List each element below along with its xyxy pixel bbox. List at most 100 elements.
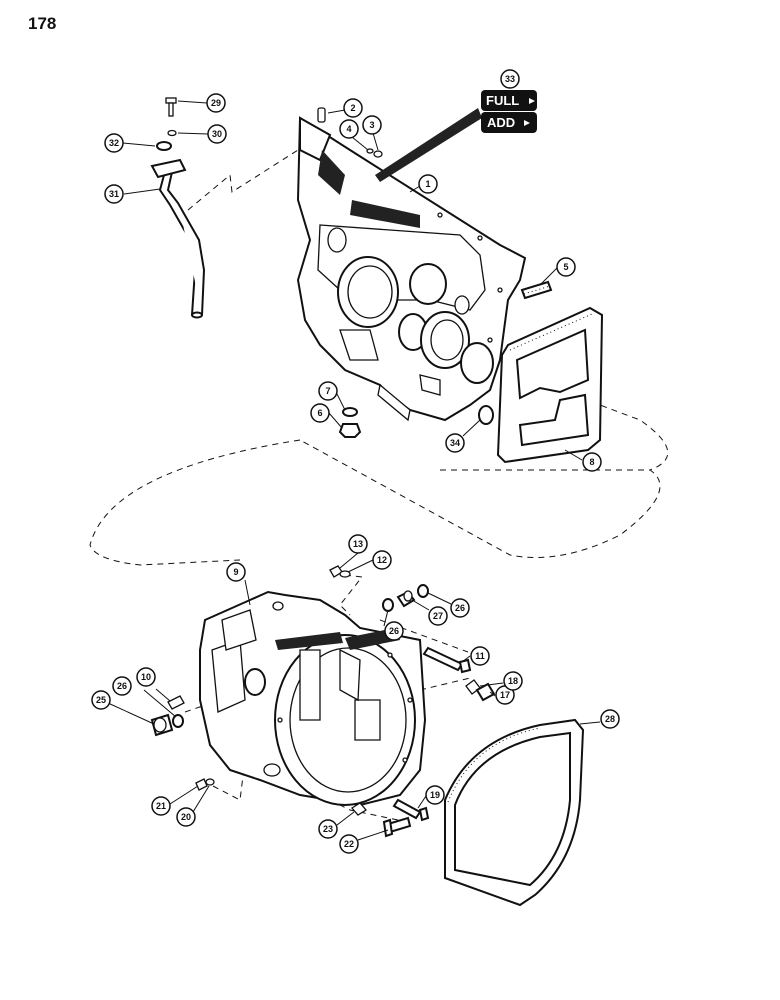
svg-text:7: 7 — [325, 386, 330, 396]
fitting-3 — [373, 150, 383, 158]
svg-text:22: 22 — [344, 839, 354, 849]
callout-6: 6 — [310, 403, 330, 423]
svg-text:10: 10 — [141, 672, 151, 682]
svg-text:4: 4 — [346, 124, 351, 134]
washer-20 — [205, 778, 215, 786]
svg-text:32: 32 — [109, 138, 119, 148]
washer-7 — [342, 407, 358, 417]
callout-7: 7 — [318, 381, 338, 401]
callout-31: 31 — [104, 184, 124, 204]
dashed-assembly-line-17 — [419, 677, 471, 691]
callout-3: 3 — [362, 115, 382, 135]
dipstick-tube — [150, 158, 206, 319]
callout-21: 21 — [151, 796, 171, 816]
callout-13: 13 — [348, 534, 368, 554]
callout-12: 12 — [372, 550, 392, 570]
svg-text:8: 8 — [589, 457, 594, 467]
svg-text:3: 3 — [369, 120, 374, 130]
callout-33: 33 — [500, 69, 520, 89]
svg-text:5: 5 — [563, 262, 568, 272]
svg-text:33: 33 — [505, 74, 515, 84]
nut-17 — [475, 682, 496, 702]
svg-text:13: 13 — [353, 539, 363, 549]
svg-text:1: 1 — [425, 179, 430, 189]
page-number: 178 — [28, 14, 57, 33]
transmission-housing — [296, 116, 527, 422]
dashed-assembly-line-gasket — [559, 389, 669, 471]
pin-10 — [167, 695, 185, 710]
callout-34: 34 — [445, 433, 465, 453]
gasket-8 — [496, 306, 604, 464]
callout-4: 4 — [339, 119, 359, 139]
svg-text:2: 2 — [350, 103, 355, 113]
svg-text:12: 12 — [377, 555, 387, 565]
dashed-assembly-line-upper — [187, 149, 299, 211]
bolt-22 — [382, 816, 412, 838]
svg-text:25: 25 — [96, 695, 106, 705]
full-label: FULL — [486, 93, 519, 108]
callout-2: 2 — [343, 98, 363, 118]
callout-26-left: 26 — [112, 676, 132, 696]
callout-11: 11 — [470, 646, 490, 666]
washer-4 — [366, 148, 374, 154]
svg-text:29: 29 — [211, 98, 221, 108]
callout-5: 5 — [556, 257, 576, 277]
o-ring-32 — [156, 141, 172, 151]
screw-29 — [165, 97, 177, 117]
callout-8: 8 — [582, 452, 602, 472]
svg-text:26: 26 — [389, 626, 399, 636]
svg-text:21: 21 — [156, 801, 166, 811]
svg-text:17: 17 — [500, 690, 510, 700]
dashed-assembly-line-loop — [89, 439, 661, 566]
o-ring-26-upper — [382, 598, 394, 612]
stud-5 — [520, 280, 553, 300]
svg-text:27: 27 — [433, 611, 443, 621]
callout-10: 10 — [136, 667, 156, 687]
callout-25: 25 — [91, 690, 111, 710]
callout-28: 28 — [600, 709, 620, 729]
callout-26-mid: 26 — [384, 621, 404, 641]
bolt-11 — [422, 646, 472, 674]
callout-22: 22 — [339, 834, 359, 854]
svg-text:26: 26 — [117, 681, 127, 691]
callout-19: 19 — [425, 785, 445, 805]
leader-lines — [107, 100, 601, 841]
callout-18: 18 — [503, 671, 523, 691]
bolt-19 — [392, 798, 430, 822]
svg-text:20: 20 — [181, 812, 191, 822]
o-ring-26-left — [172, 714, 184, 728]
level-label: FULL ADD — [375, 90, 537, 182]
clutch-housing — [199, 590, 427, 807]
dowel-pin-2 — [317, 107, 326, 123]
callout-29: 29 — [206, 93, 226, 113]
svg-text:18: 18 — [508, 676, 518, 686]
callout-9: 9 — [226, 562, 246, 582]
bushing-27 — [396, 590, 416, 608]
svg-text:6: 6 — [317, 408, 322, 418]
svg-text:31: 31 — [109, 189, 119, 199]
svg-text:11: 11 — [475, 651, 485, 661]
svg-text:19: 19 — [430, 790, 440, 800]
svg-text:30: 30 — [212, 129, 222, 139]
svg-text:9: 9 — [233, 567, 238, 577]
callout-26-right: 26 — [450, 598, 470, 618]
washer-30 — [167, 129, 177, 137]
callout-1: 1 — [418, 174, 438, 194]
callout-30: 30 — [207, 124, 227, 144]
plug-6 — [338, 423, 362, 438]
bushing-25 — [150, 713, 174, 737]
svg-text:28: 28 — [605, 714, 615, 724]
svg-text:23: 23 — [323, 824, 333, 834]
add-label: ADD — [487, 115, 515, 130]
svg-text:26: 26 — [455, 603, 465, 613]
callout-23: 23 — [318, 819, 338, 839]
callout-27: 27 — [428, 606, 448, 626]
seal-34 — [478, 405, 494, 425]
callout-20: 20 — [176, 807, 196, 827]
nut-21 — [195, 778, 208, 791]
lockwasher-23 — [351, 802, 367, 816]
o-ring-26-right — [417, 584, 429, 598]
callout-32: 32 — [104, 133, 124, 153]
gasket-28 — [444, 718, 585, 907]
